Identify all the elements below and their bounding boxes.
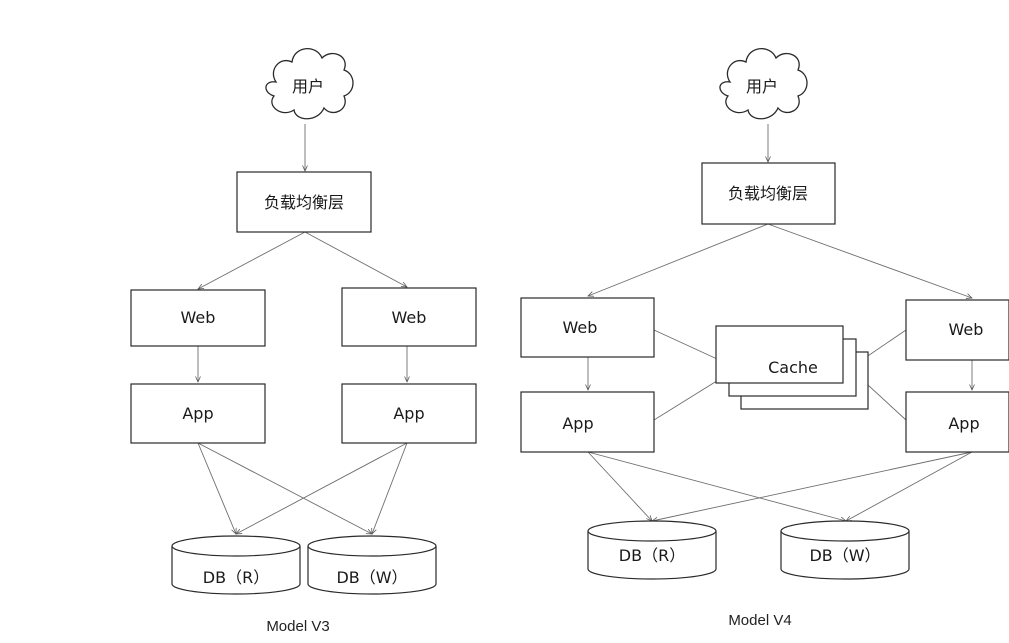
v3-app-left: App <box>130 383 266 444</box>
v3-load-balancer: 负载均衡层 <box>236 171 372 233</box>
v3-lb-label: 负载均衡层 <box>264 193 344 212</box>
v4-cache-stack: Cache <box>715 325 869 410</box>
edge-app-right-dbw <box>846 451 973 521</box>
edge-app-right-dbr <box>652 451 973 521</box>
v3-db-read: DB（R） <box>171 535 301 595</box>
v4-db-write: DB（W） <box>780 520 910 580</box>
v4-web-right: Web <box>905 299 1009 361</box>
v4-lb-label: 负载均衡层 <box>728 184 808 203</box>
v3-db-write: DB（W） <box>307 535 437 595</box>
v3-caption: Model V3 <box>266 618 329 635</box>
v4-app-right-label: App <box>948 414 979 433</box>
v4-cache-label: Cache <box>768 358 818 377</box>
v4-load-balancer: 负载均衡层 <box>701 162 836 225</box>
v3-db-read-label: DB（R） <box>203 568 269 587</box>
edge-app-left-dbw <box>197 442 372 534</box>
edge-app-left-dbr <box>197 442 236 534</box>
edge-app-left-dbr <box>587 451 652 521</box>
model-v4: 用户 负载均衡层 Web <box>520 48 1009 629</box>
edge-app-right-dbw <box>372 442 408 534</box>
v4-web-left: Web <box>520 297 655 358</box>
edge-lb-web-left <box>198 231 306 289</box>
v4-db-read-label: DB（R） <box>619 546 685 565</box>
v4-user-label: 用户 <box>746 77 778 96</box>
edge-lb-web-right <box>304 231 407 287</box>
v4-web-right-label: Web <box>949 320 984 339</box>
model-v3: 用户 负载均衡层 Web Web <box>130 48 477 635</box>
edge-app-left-dbw <box>587 451 846 521</box>
v4-db-write-label: DB（W） <box>809 546 880 565</box>
v3-app-left-label: App <box>182 404 213 423</box>
edge-app-right-dbr <box>236 442 408 534</box>
edge-lb-web-right <box>767 223 972 298</box>
v3-web-left-label: Web <box>181 308 216 327</box>
edge-lb-web-left <box>588 223 769 296</box>
v4-app-left-label: App <box>562 414 593 433</box>
v3-web-right: Web <box>341 287 477 347</box>
v4-caption: Model V4 <box>728 612 791 629</box>
v3-app-right-label: App <box>393 404 424 423</box>
v3-db-write-label: DB（W） <box>336 568 407 587</box>
v3-app-right: App <box>341 383 477 444</box>
v4-user-cloud: 用户 <box>719 48 808 120</box>
v3-user-cloud: 用户 <box>265 48 354 120</box>
v3-user-label: 用户 <box>292 77 324 96</box>
v3-edges <box>198 124 407 534</box>
v4-db-read: DB（R） <box>587 520 717 580</box>
v4-app-right: App <box>905 391 1009 453</box>
v3-web-right-label: Web <box>392 308 427 327</box>
v4-web-left-label: Web <box>563 318 598 337</box>
v3-web-left: Web <box>130 289 266 347</box>
v4-app-left: App <box>520 391 655 453</box>
